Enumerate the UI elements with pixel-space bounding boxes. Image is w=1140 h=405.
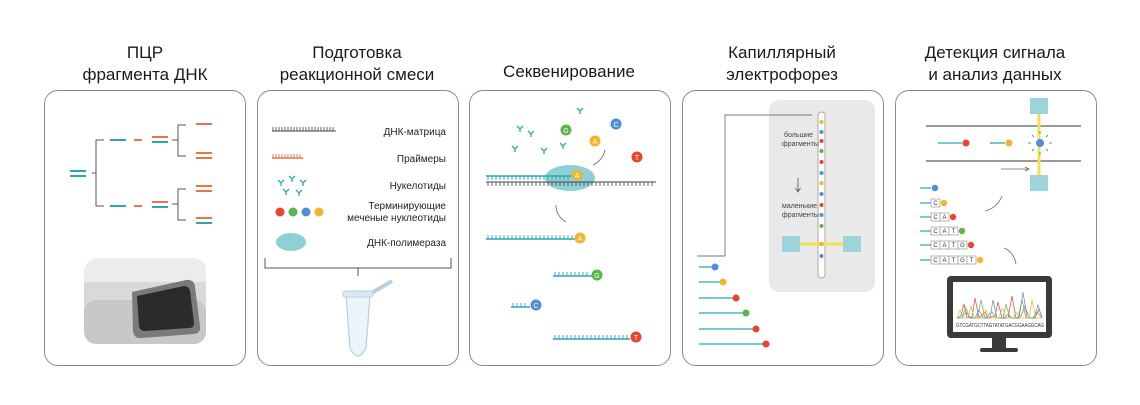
svg-text:C: C: [533, 303, 538, 310]
step4-title: Капиллярный электрофорез: [682, 42, 882, 86]
thermocycler-icon: [84, 258, 206, 344]
legend-primers-label: Праймеры: [397, 154, 446, 165]
legend-terminators-icon: [275, 207, 324, 217]
svg-text:C: C: [933, 258, 938, 264]
legend-terminators-label1: Терминирующие: [368, 201, 446, 212]
step1-title-line1: ПЦР: [126, 43, 164, 62]
step5-title-line2: и анализ данных: [928, 65, 1062, 84]
step2-title: Подготовка реакционной смеси: [257, 42, 457, 86]
svg-text:G: G: [563, 128, 568, 135]
legend-nucleotides-icon: [277, 175, 307, 196]
product-fragment-g: G: [553, 269, 603, 281]
monitor-icon: GTCGATGCTTAGTATATGACGGAAGGCAG: [947, 276, 1052, 352]
flow-arrow-1: [984, 195, 1003, 212]
step1-title: ПЦР фрагмента ДНК: [45, 42, 245, 86]
svg-text:A: A: [578, 236, 583, 243]
panel-detection: [895, 90, 1097, 366]
electrode-right: [843, 236, 861, 252]
legend-nucleotides-label: Нукелотиды: [390, 181, 446, 192]
svg-text:C: C: [933, 201, 938, 207]
step5-title: Детекция сигнала и анализ данных: [895, 42, 1095, 86]
legend-polymerase-icon: [276, 233, 306, 251]
svg-text:A: A: [575, 173, 580, 180]
svg-text:G: G: [960, 243, 965, 249]
big-fragments-label2: фрагменты: [782, 141, 819, 148]
small-fragments-label1: маленькие: [782, 203, 817, 210]
migration-arrow-head: [795, 187, 801, 193]
step3-title: Секвенирование: [469, 61, 669, 83]
svg-text:T: T: [634, 335, 639, 342]
svg-text:A: A: [593, 139, 598, 146]
svg-text:C: C: [613, 122, 618, 129]
tube-icon: [342, 279, 394, 357]
svg-text:C: C: [933, 215, 938, 221]
small-fragments-label2: фрагменты: [782, 212, 819, 219]
svg-text:T: T: [952, 258, 956, 264]
svg-text:A: A: [942, 258, 946, 264]
product-fragment-t: T: [553, 331, 642, 343]
readout-sequence: GTCGATGCTTAGTATATGACGGAAGGCAG: [956, 323, 1044, 329]
sequencing-duplex: A: [486, 169, 656, 186]
product-fragment-c: C: [511, 299, 542, 311]
svg-text:G: G: [960, 258, 965, 264]
step3-title-line1: Секвенирование: [503, 62, 635, 81]
capillary-bands: [819, 120, 824, 258]
free-nucleotides: [511, 107, 584, 154]
legend-primers-icon: [272, 154, 303, 159]
step5-title-line1: Детекция сигнала: [924, 43, 1066, 62]
detector-schematic: [926, 98, 1081, 191]
svg-text:C: C: [933, 243, 938, 249]
electrode-left: [782, 236, 800, 252]
svg-text:T: T: [635, 155, 640, 162]
legend-template-label: ДНК-матрица: [384, 127, 447, 138]
product-fragment-a: A: [486, 232, 586, 244]
read-ladder: C C A C A T C A T G C A T G T: [920, 184, 984, 265]
step2-title-line2: реакционной смеси: [279, 65, 435, 84]
svg-text:T: T: [970, 258, 974, 264]
free-terminators: G A C T: [560, 118, 643, 163]
polymerase-enzyme: [545, 165, 595, 191]
svg-text:T: T: [952, 243, 956, 249]
legend-terminators-label2: меченые нуклеотиды: [347, 213, 446, 224]
panel-sequencing: [469, 90, 671, 366]
svg-text:G: G: [594, 273, 599, 280]
mix-bracket: [264, 258, 452, 276]
svg-text:T: T: [952, 229, 956, 235]
step1-title-line2: фрагмента ДНК: [82, 65, 208, 84]
pcr-tree: [70, 123, 212, 224]
process-arrow: [555, 204, 567, 223]
loading-bracket: [697, 114, 812, 257]
flow-arrow-2: [1003, 247, 1017, 265]
step4-title-line2: электрофорез: [726, 65, 838, 84]
svg-text:A: A: [942, 243, 946, 249]
legend-template-icon: [272, 127, 336, 132]
incoming-arrow: [592, 149, 606, 166]
big-fragments-label1: большие: [784, 131, 813, 139]
svg-text:C: C: [933, 229, 938, 235]
svg-text:A: A: [942, 229, 946, 235]
step2-title-line1: Подготовка: [312, 43, 402, 62]
svg-text:A: A: [942, 215, 946, 221]
legend-polymerase-label: ДНК-полимераза: [367, 238, 446, 249]
fragment-ladder: [699, 263, 770, 348]
step4-title-line1: Капиллярный: [728, 43, 836, 62]
